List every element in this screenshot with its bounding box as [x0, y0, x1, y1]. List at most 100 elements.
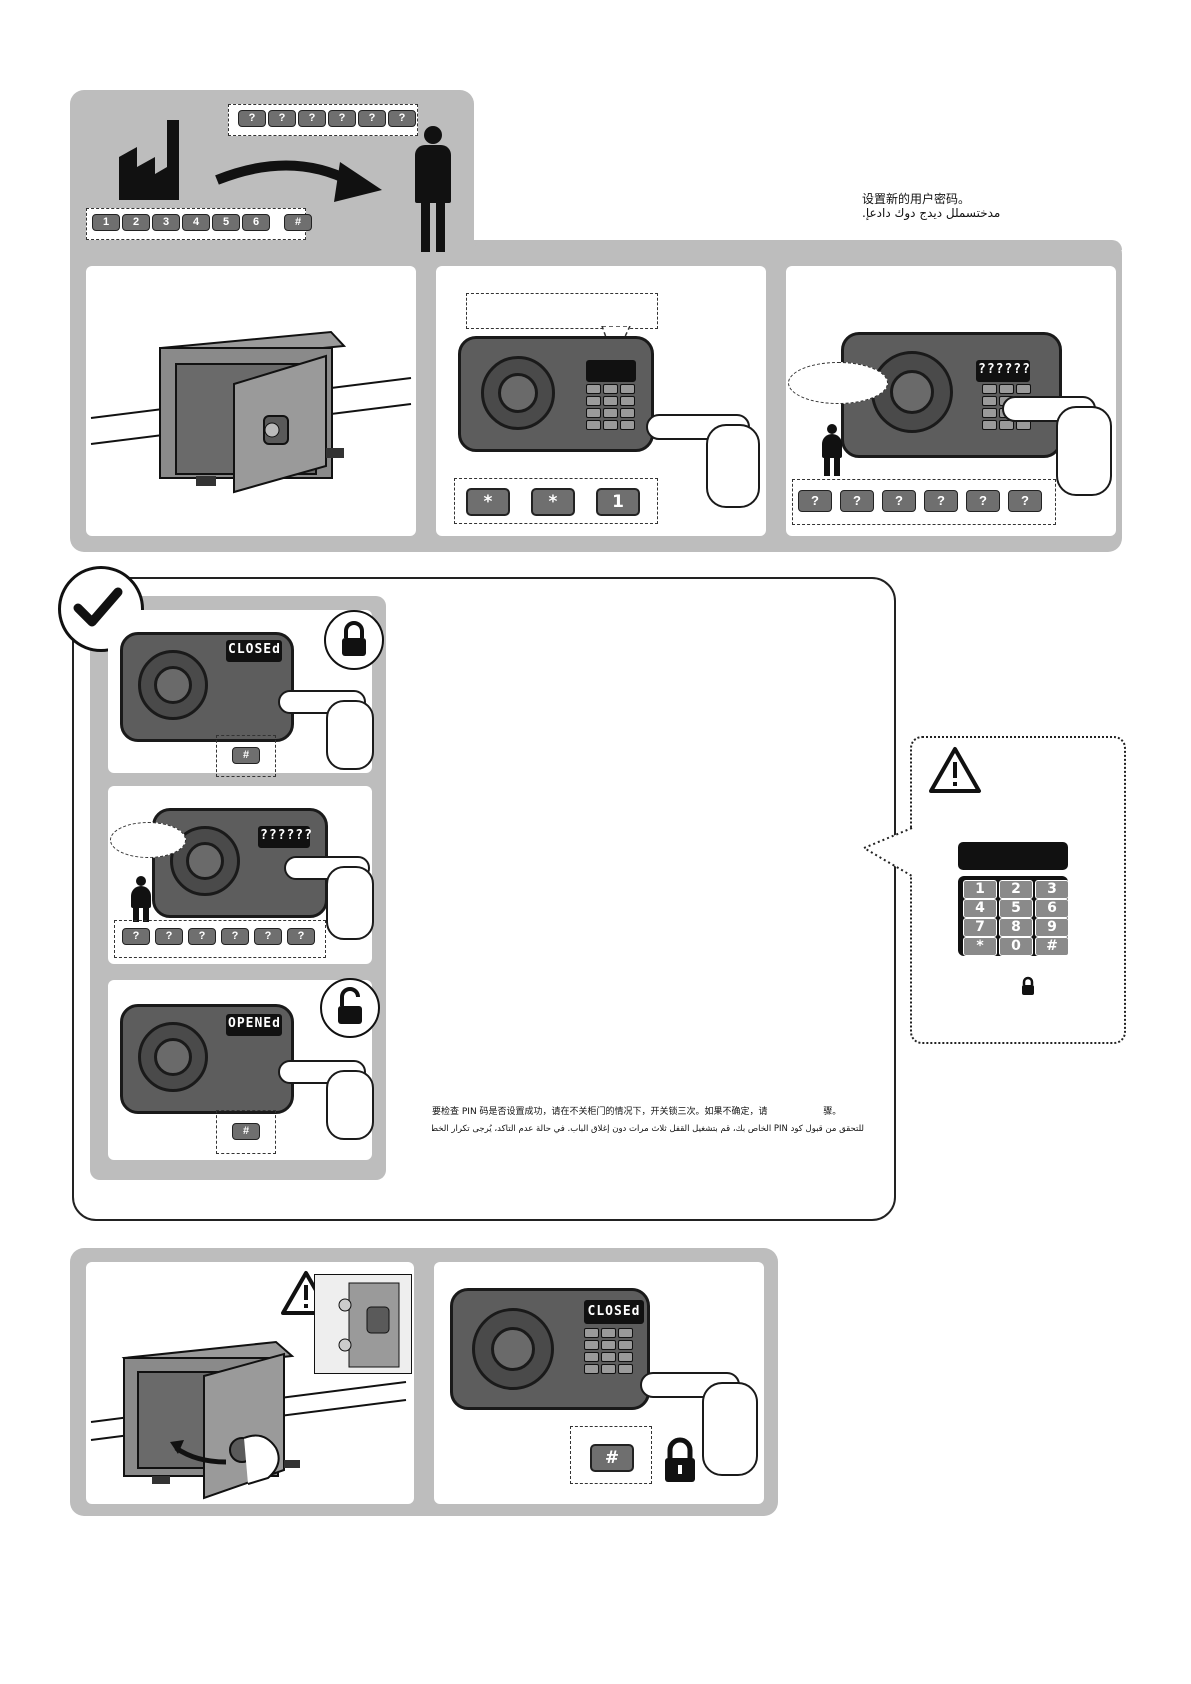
- new-code-key: ?: [298, 110, 326, 127]
- mini-key: [603, 396, 618, 406]
- warning-keypad-key: 9: [1035, 918, 1069, 937]
- mini-key: [586, 384, 601, 394]
- warning-keypad-key: 8: [999, 918, 1033, 937]
- verify-note-zh-b: 骤。: [823, 1107, 842, 1117]
- final-display: CLOSEd: [584, 1300, 644, 1324]
- lock-final-panel: CLOSEd #: [434, 1262, 764, 1504]
- lock-closed-icon: [324, 610, 384, 670]
- hand: [326, 866, 374, 940]
- dial-center: [186, 842, 224, 880]
- step3-keys-callout: [792, 479, 1056, 525]
- factory-code-key: 1: [92, 214, 120, 231]
- dial-center: [154, 666, 192, 704]
- key-callout: [114, 920, 326, 958]
- verify-note-zh-a: 要检查 PIN 码是否设置成功，请在不关柜门的情况下，开关锁三次。如果不确定，请: [432, 1107, 768, 1117]
- warning-box: [910, 736, 1126, 1044]
- mini-key: [603, 384, 618, 394]
- step1-panel: [86, 266, 416, 536]
- hand: [1056, 406, 1112, 496]
- step3-key: ?: [966, 490, 1000, 512]
- mini-key: [620, 420, 635, 430]
- dial: [481, 356, 555, 430]
- enter-key: ?: [155, 928, 183, 945]
- new-code-key: ?: [388, 110, 416, 127]
- warning-keypad-key: *: [963, 937, 997, 956]
- mini-key: [584, 1364, 599, 1374]
- mini-key: [586, 408, 601, 418]
- arrow-icon: [215, 160, 382, 202]
- mini-key: [999, 384, 1014, 394]
- mini-key: [618, 1328, 633, 1338]
- new-code-key: ?: [358, 110, 386, 127]
- mini-key: [584, 1352, 599, 1362]
- warning-keypad-key: 4: [963, 899, 997, 918]
- factory-icon: [119, 120, 179, 200]
- enter-key: ?: [122, 928, 150, 945]
- step2-display-callout: [466, 293, 658, 329]
- lock-closed-icon: [665, 1437, 695, 1482]
- panel-notch: [474, 200, 534, 242]
- warning-keypad-key: 2: [999, 880, 1033, 899]
- hash-key: #: [232, 1123, 260, 1140]
- warning-display: [958, 842, 1068, 870]
- verify-note-ar: للتحقق من قبول كود PIN الخاص بك، قم بتشغ…: [432, 1124, 864, 1134]
- mini-key: [601, 1364, 616, 1374]
- mini-key: [586, 420, 601, 430]
- hand: [326, 700, 374, 770]
- lock-open-icon: [320, 978, 380, 1038]
- new-code-key: ?: [238, 110, 266, 127]
- step2-keys-callout: [454, 478, 658, 524]
- warning-pointer: [861, 827, 913, 877]
- step2-panel: **1: [436, 266, 766, 536]
- warning-keypad-key: 1: [963, 880, 997, 899]
- mini-key: [601, 1340, 616, 1350]
- mini-key: [620, 408, 635, 418]
- mini-key: [1016, 384, 1031, 394]
- mini-key: [586, 396, 601, 406]
- verify-note-zh: 要检查 PIN 码是否设置成功，请在不关柜门的情况下，开关锁三次。如果不确定，请…: [432, 1104, 841, 1117]
- step2-key: *: [531, 488, 575, 516]
- dial-center: [491, 1327, 535, 1371]
- key-callout: [216, 1110, 276, 1154]
- hash-key: #: [232, 747, 260, 764]
- mini-key: [982, 408, 997, 418]
- warning-keypad-key: 6: [1035, 899, 1069, 918]
- step3-key: ?: [840, 490, 874, 512]
- open-safe-illustration: [90, 330, 412, 494]
- small-lock-icon: [1022, 976, 1034, 995]
- mini-key: [601, 1352, 616, 1362]
- warning-icon: [929, 747, 981, 793]
- enter-key: ?: [188, 928, 216, 945]
- close-door-panel: [86, 1262, 414, 1504]
- dial-center: [154, 1038, 192, 1076]
- mini-key: [601, 1328, 616, 1338]
- mini-key: [618, 1352, 633, 1362]
- mini-key: [620, 384, 635, 394]
- verify-step-opened: OPENEd #: [108, 978, 380, 1160]
- warning-keypad-key: 3: [1035, 880, 1069, 899]
- warning-keypad-key: #: [1035, 937, 1069, 956]
- closed-display: CLOSEd: [226, 640, 282, 662]
- mini-key: [618, 1364, 633, 1374]
- mini-key: [982, 420, 997, 430]
- thought-cloud: [788, 362, 888, 404]
- bolts-detail: [314, 1274, 412, 1374]
- panel-top-edge: [474, 240, 1122, 250]
- instruction-ar: .مدختسملل ديدج دوك دادعإ: [862, 206, 1001, 220]
- key-callout: [570, 1426, 652, 1484]
- mini-key: [620, 396, 635, 406]
- opened-display: OPENEd: [226, 1014, 282, 1036]
- hand: [326, 1070, 374, 1140]
- factory-code-key: 2: [122, 214, 150, 231]
- verify-step-closed: CLOSEd #: [108, 610, 384, 777]
- mini-key: [603, 408, 618, 418]
- step3-key: ?: [798, 490, 832, 512]
- step2-key: *: [466, 488, 510, 516]
- key-callout: [216, 735, 276, 777]
- mini-key: [982, 396, 997, 406]
- enter-key: ?: [254, 928, 282, 945]
- step3-display: ??????: [976, 360, 1030, 382]
- dial: [138, 1022, 208, 1092]
- closing-safe-illustration: [90, 1340, 407, 1500]
- factory-code-key: 5: [212, 214, 240, 231]
